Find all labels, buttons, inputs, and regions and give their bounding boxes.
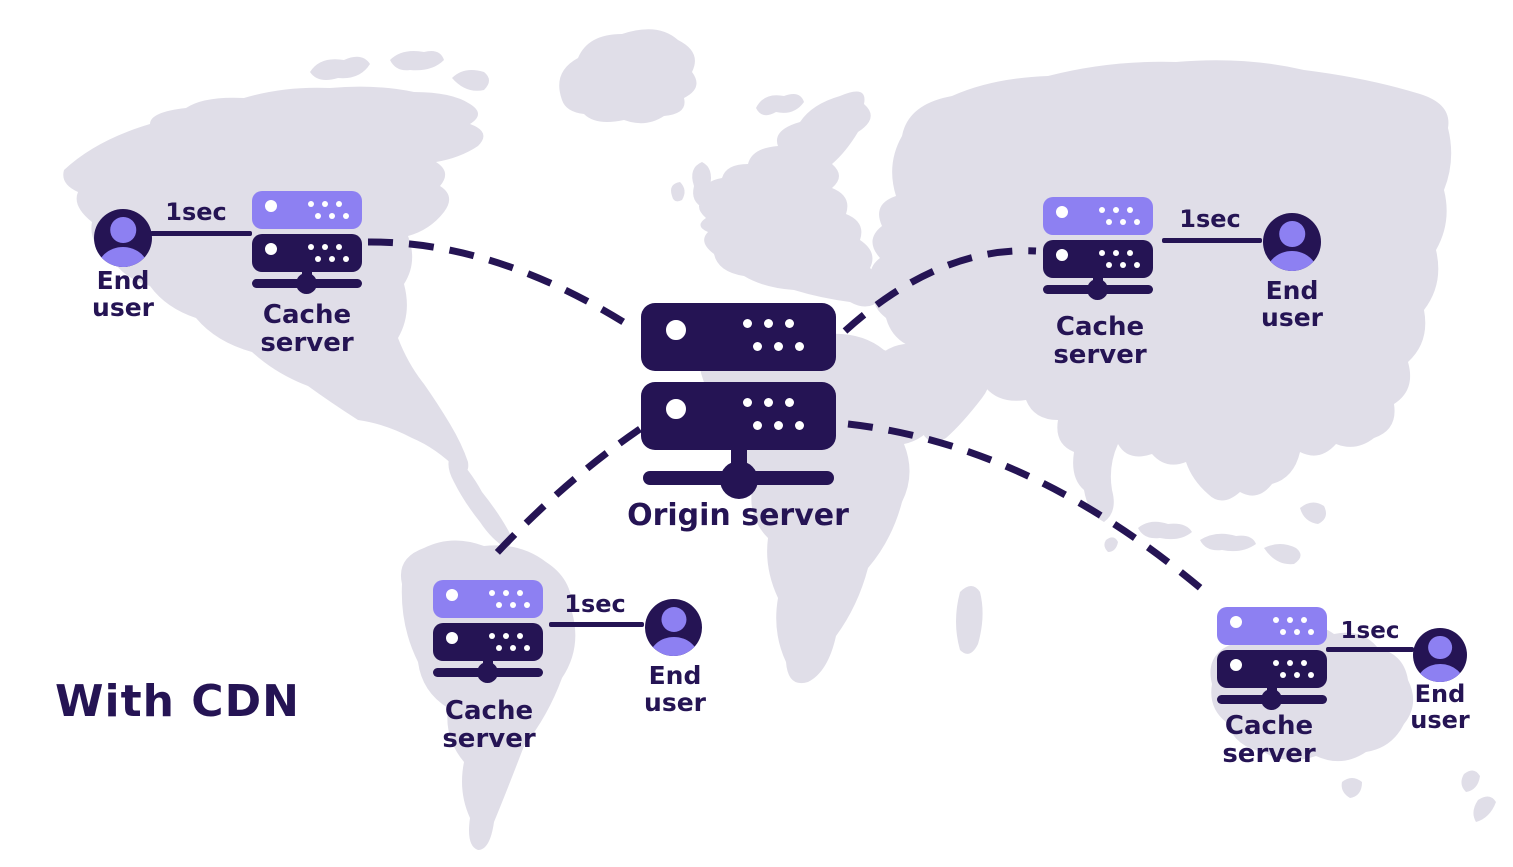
vent-dots	[489, 590, 495, 596]
drive-led-icon	[1230, 616, 1242, 628]
vent-dots	[496, 645, 502, 651]
cluster-north-america: End user 1sec Cache server	[83, 191, 373, 361]
continent-asia	[871, 60, 1452, 522]
drive-led-icon	[446, 589, 458, 601]
connection-origin-to-australia-cache	[847, 420, 1214, 600]
cache-server-label: Cache server	[1222, 711, 1316, 769]
end-user-label: End user	[92, 266, 154, 322]
latency-connector-line	[1162, 238, 1262, 243]
continent-greenland	[559, 29, 697, 124]
avatar-torso	[1416, 663, 1464, 682]
server-unit-dark	[252, 234, 362, 272]
server-rack-icon	[641, 382, 836, 450]
cluster-south-america: Cache server 1sec End user	[428, 580, 728, 753]
server-stand-node	[720, 461, 758, 499]
avatar-head	[110, 217, 136, 243]
person-avatar-icon	[1263, 213, 1321, 271]
latency-label: 1sec	[1179, 205, 1241, 233]
latency-connector-line	[1326, 647, 1414, 652]
server-unit-light	[252, 191, 362, 229]
continent-arctic-islands	[310, 51, 834, 128]
vent-dots	[496, 602, 502, 608]
drive-led-icon	[265, 200, 277, 212]
vent-dots	[753, 342, 762, 351]
vent-dots	[1273, 617, 1279, 623]
vent-dots	[1099, 250, 1105, 256]
server-unit-dark	[1043, 240, 1153, 278]
continent-japan	[1364, 283, 1391, 340]
connection-origin-to-east-asia-cache	[842, 247, 1037, 334]
vent-dots	[315, 213, 321, 219]
avatar-head	[1279, 221, 1305, 247]
vent-dots	[753, 421, 762, 430]
cluster-australia: Cache server 1sec End user	[1209, 607, 1509, 777]
server-unit-light	[1217, 607, 1327, 645]
vent-dots	[489, 633, 495, 639]
vent-dots	[1106, 219, 1112, 225]
server-unit-light	[1043, 197, 1153, 235]
avatar-head	[660, 606, 687, 633]
vent-dots	[308, 201, 314, 207]
vent-dots	[1099, 207, 1105, 213]
person-avatar-icon	[94, 209, 152, 267]
person-avatar-icon	[645, 599, 702, 656]
vent-dots	[743, 319, 752, 328]
server-unit-dark	[433, 623, 543, 661]
vent-dots	[1280, 629, 1286, 635]
continent-central-america	[448, 452, 512, 548]
latency-connector-line	[150, 231, 252, 236]
drive-led-icon	[666, 399, 686, 419]
vent-dots	[743, 398, 752, 407]
server-stand-node	[1261, 689, 1282, 710]
end-user-label: End user	[1261, 276, 1323, 332]
diagram-title: With CDN	[55, 676, 300, 727]
person-avatar-icon	[1413, 628, 1467, 682]
end-user-label: End user	[644, 661, 706, 717]
cache-server-label: Cache server	[1053, 312, 1147, 370]
drive-led-icon	[1230, 659, 1242, 671]
latency-label: 1sec	[1340, 618, 1400, 644]
vent-dots	[1280, 672, 1286, 678]
drive-led-icon	[666, 320, 686, 340]
drive-led-icon	[446, 632, 458, 644]
cache-server-label: Cache server	[260, 300, 354, 358]
avatar-torso	[1266, 251, 1318, 271]
drive-led-icon	[265, 243, 277, 255]
connection-origin-to-south-america-cache	[491, 426, 642, 559]
vent-dots	[315, 256, 321, 262]
server-stand-node	[1087, 279, 1108, 300]
server-rack-icon	[641, 303, 836, 371]
drive-led-icon	[1056, 206, 1068, 218]
drive-led-icon	[1056, 249, 1068, 261]
end-user-label: End user	[1410, 680, 1470, 734]
server-stand-node	[477, 662, 498, 683]
server-unit-light	[433, 580, 543, 618]
latency-label: 1sec	[564, 590, 626, 618]
avatar-head	[1428, 635, 1452, 660]
avatar-torso	[97, 247, 149, 267]
avatar-torso	[648, 636, 699, 656]
continent-europe	[699, 91, 883, 307]
vent-dots	[1273, 660, 1279, 666]
server-stand-node	[296, 273, 317, 294]
origin-server-label: Origin server	[627, 498, 849, 533]
latency-connector-line	[549, 622, 644, 627]
server-unit-dark	[1217, 650, 1327, 688]
vent-dots	[1106, 262, 1112, 268]
continent-madagascar	[956, 586, 983, 654]
vent-dots	[308, 244, 314, 250]
latency-label: 1sec	[165, 198, 227, 226]
continent-indonesia	[1104, 446, 1326, 565]
cluster-east-asia: Cache server 1sec End user	[1040, 197, 1340, 370]
cache-server-label: Cache server	[442, 696, 536, 754]
connection-origin-to-north-america-cache	[367, 238, 638, 333]
continent-british-isles	[671, 162, 713, 208]
